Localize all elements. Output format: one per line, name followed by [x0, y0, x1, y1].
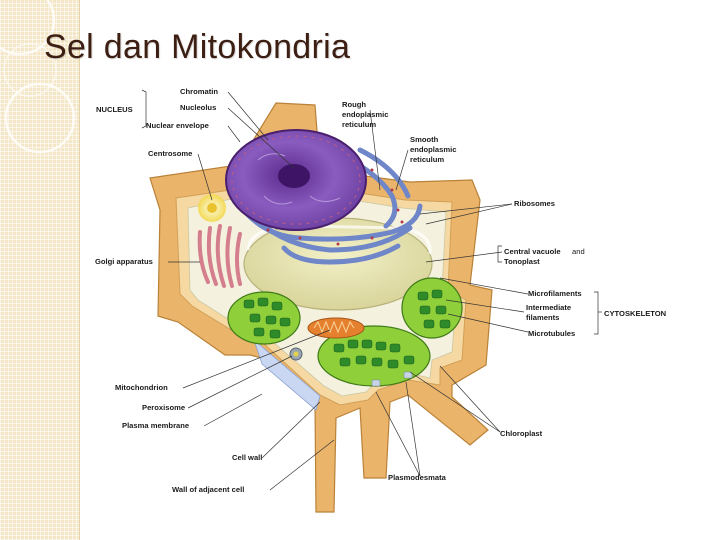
label-peroxisome: Peroxisome	[142, 403, 185, 412]
label-cytoskeleton: CYTOSKELETON	[604, 309, 666, 318]
label-smooth-er-line1: Smooth	[410, 135, 439, 144]
sidebar-swirl-decoration	[0, 0, 76, 154]
label-golgi-apparatus: Golgi apparatus	[95, 257, 153, 266]
endoplasmic-reticulum	[233, 147, 423, 265]
label-smooth-er-line3: reticulum	[410, 155, 444, 164]
decorative-sidebar	[0, 0, 80, 540]
label-centrosome: Centrosome	[148, 149, 192, 158]
label-ribosomes: Ribosomes	[514, 199, 555, 208]
label-chloroplast: Chloroplast	[500, 429, 543, 438]
label-chromatin: Chromatin	[180, 87, 218, 96]
label-microfilaments: Microfilaments	[528, 289, 582, 298]
label-central-vacuole: Central vacuole	[504, 247, 561, 256]
diagram-labels: NUCLEUS Chromatin Nucleolus Nuclear enve…	[95, 87, 666, 494]
label-leader-lines	[141, 89, 602, 491]
label-intermediate-filaments-line1: Intermediate	[526, 303, 571, 312]
label-nucleolus: Nucleolus	[180, 103, 216, 112]
label-nuclear-envelope: Nuclear envelope	[146, 121, 209, 130]
plasmodesmata-pores	[371, 371, 413, 387]
nucleus	[225, 129, 367, 231]
nucleolus	[278, 164, 310, 188]
label-mitochondrion: Mitochondrion	[115, 383, 168, 392]
slide-title: Sel dan Mitokondria	[44, 28, 351, 66]
label-intermediate-filaments-line2: filaments	[526, 313, 559, 322]
golgi-apparatus	[197, 224, 242, 288]
plasma-membrane-region	[253, 338, 321, 411]
peroxisome	[289, 347, 303, 361]
label-tonoplast: Tonoplast	[504, 257, 540, 266]
label-and: and	[572, 247, 585, 256]
label-nucleus: NUCLEUS	[96, 105, 133, 114]
label-smooth-er-line2: endoplasmic	[410, 145, 456, 154]
label-plasma-membrane: Plasma membrane	[122, 421, 189, 430]
label-rough-er-line2: endoplasmic	[342, 110, 388, 119]
centrosome	[198, 194, 226, 222]
label-microtubules: Microtubules	[528, 329, 575, 338]
label-rough-er-line1: Rough	[342, 100, 366, 109]
label-rough-er-line3: reticulum	[342, 120, 376, 129]
chloroplast-group	[227, 277, 463, 387]
label-plasmodesmata: Plasmodesmata	[388, 473, 447, 482]
label-wall-of-adjacent-cell: Wall of adjacent cell	[172, 485, 244, 494]
label-cell-wall: Cell wall	[232, 453, 262, 462]
